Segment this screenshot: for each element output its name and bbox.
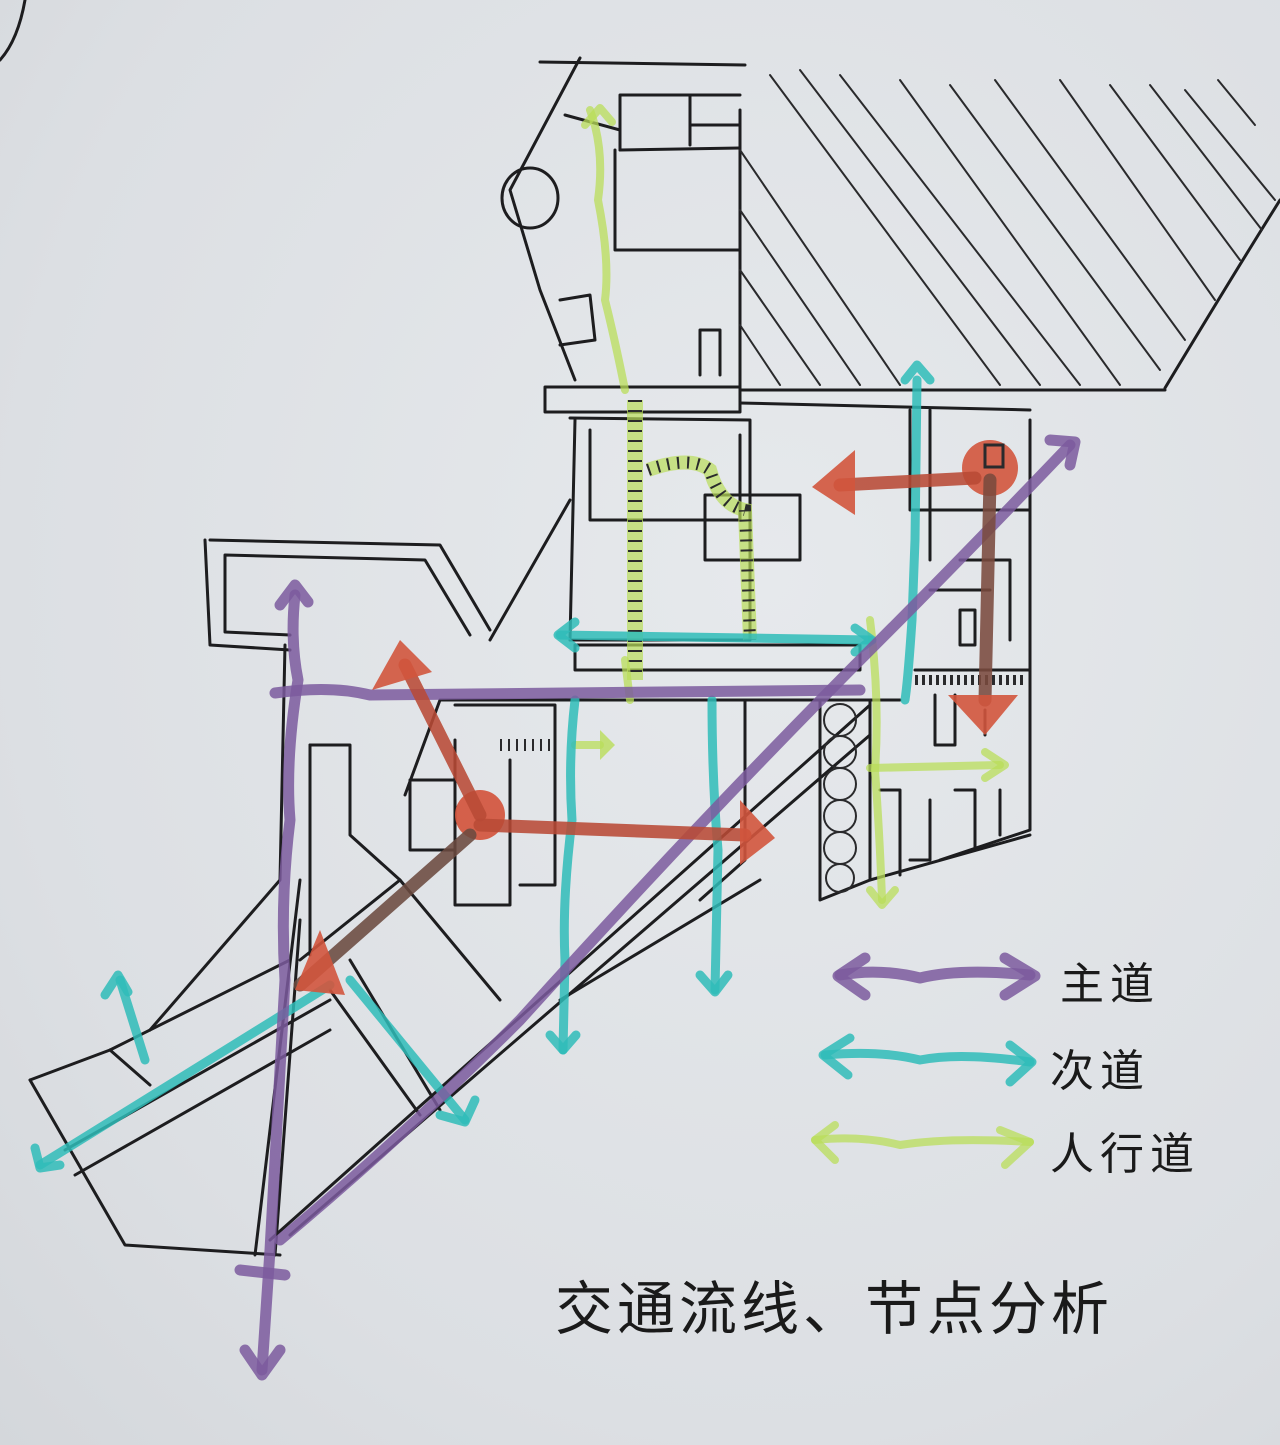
- left-upper-building: [148, 538, 902, 1032]
- node-arrow-e: [740, 800, 775, 865]
- ped-path-north: [586, 106, 629, 394]
- corner-curve: [0, 0, 27, 62]
- diagram-title: 交通流线、节点分析: [555, 1275, 1114, 1343]
- legend-main-arrow: [834, 966, 1036, 984]
- legend-secondary-arrow: [820, 1048, 1035, 1067]
- sec-road-mid: [555, 630, 875, 645]
- right-lower-building: [558, 698, 1032, 1002]
- sec-road-south-2: [707, 695, 723, 995]
- pedestrian-paths: [571, 104, 1009, 909]
- nodes: [293, 440, 1018, 995]
- sec-road-north: [900, 375, 922, 705]
- node-arrow-s: [948, 695, 1018, 735]
- top-building: [500, 56, 1032, 414]
- legend-pedestrian-label: 人行道: [1050, 1129, 1200, 1180]
- sec-road-south-1: [558, 695, 580, 1055]
- legend-arrows: [811, 952, 1041, 1169]
- node-arrow-nw: [372, 640, 432, 690]
- sec-road-diagonal: [35, 980, 335, 1170]
- main-road-horizontal: [269, 683, 866, 701]
- main-roads: [234, 434, 1081, 1381]
- legend-pedestrian-arrow: [811, 1134, 1034, 1149]
- secondary-roads: [30, 360, 935, 1173]
- hatched-zone: [738, 69, 1280, 392]
- main-road-vertical: [256, 589, 304, 1376]
- legend-secondary-label: 次道: [1050, 1046, 1150, 1097]
- ped-path-east: [866, 616, 886, 904]
- middle-building: [488, 408, 1032, 862]
- legend-main-label: 主道: [1060, 959, 1160, 1010]
- node-arrow-w: [812, 450, 855, 515]
- main-road-diagonal: [274, 439, 1076, 1246]
- node-arrow-sw: [295, 930, 345, 995]
